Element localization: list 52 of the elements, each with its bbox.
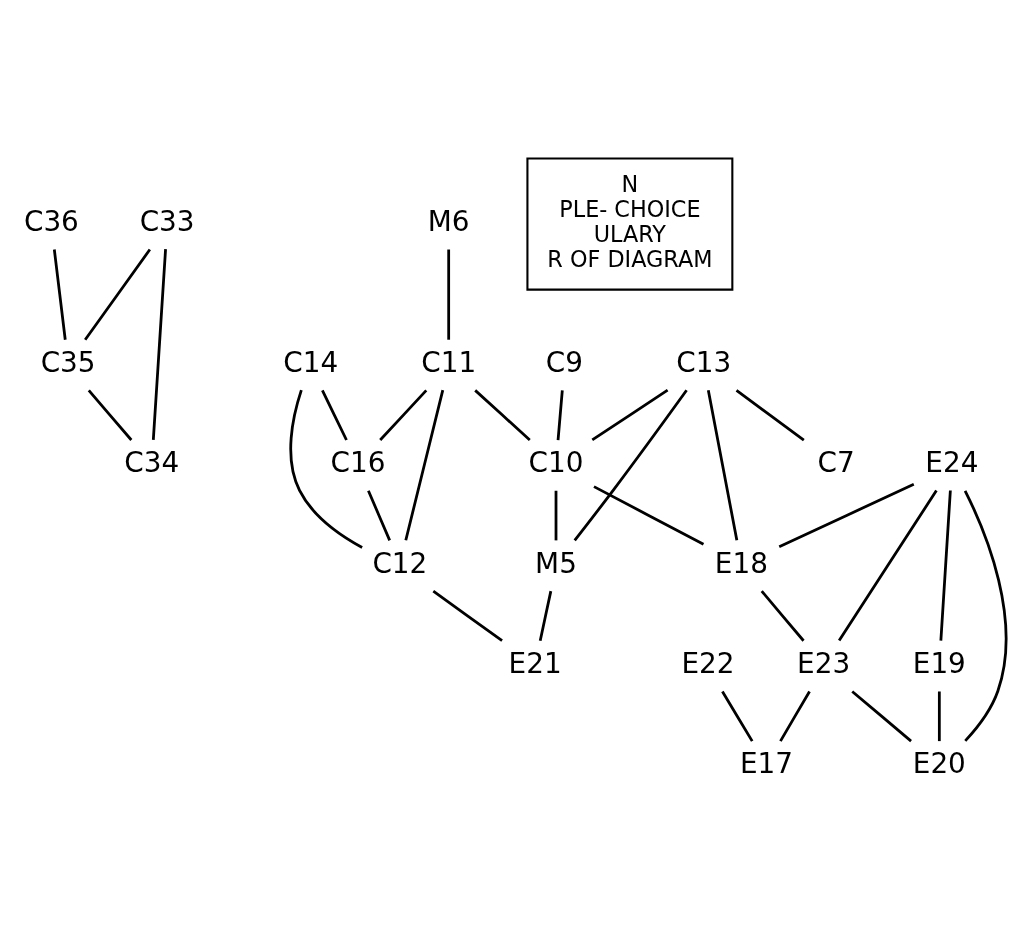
node-text: C12 bbox=[372, 546, 428, 580]
node-text: C35 bbox=[40, 345, 96, 379]
connector bbox=[593, 485, 705, 546]
connector bbox=[379, 389, 428, 441]
connector bbox=[937, 691, 941, 742]
connector bbox=[556, 390, 564, 441]
node-text: E18 bbox=[714, 546, 768, 580]
connector bbox=[963, 490, 1008, 742]
node-text: E21 bbox=[508, 646, 562, 680]
connector bbox=[554, 490, 558, 541]
node-text: M6 bbox=[427, 205, 470, 239]
connector bbox=[778, 483, 915, 548]
connector bbox=[573, 389, 688, 542]
connector bbox=[721, 690, 754, 742]
connector bbox=[447, 249, 451, 340]
connector bbox=[851, 690, 912, 743]
node-text: E19 bbox=[912, 646, 966, 680]
connector bbox=[591, 388, 669, 442]
node-text: C36 bbox=[23, 205, 79, 239]
node-text: C13 bbox=[676, 345, 732, 379]
connector bbox=[706, 389, 739, 541]
connector bbox=[289, 389, 363, 549]
node-text: E20 bbox=[912, 747, 966, 781]
node-text: E17 bbox=[739, 747, 794, 781]
connector bbox=[939, 490, 952, 641]
node-text: C34 bbox=[124, 446, 180, 480]
connector bbox=[321, 389, 348, 441]
node-text: M5 bbox=[535, 546, 577, 580]
connector bbox=[760, 590, 805, 642]
connector bbox=[87, 389, 133, 441]
node-text: C33 bbox=[139, 205, 195, 239]
node-box: N PLE- CHOICE ULARY R OF DIAGRAM bbox=[526, 157, 734, 291]
node-text: E22 bbox=[681, 646, 735, 680]
connector bbox=[735, 389, 805, 442]
node-text: E24 bbox=[925, 446, 979, 480]
connector bbox=[404, 389, 445, 541]
connector bbox=[474, 389, 531, 442]
connector bbox=[84, 248, 151, 341]
connector bbox=[779, 690, 811, 742]
node-text: C14 bbox=[283, 345, 339, 379]
node-text: C7 bbox=[817, 446, 855, 480]
node-text: C9 bbox=[545, 345, 583, 379]
node-text: C16 bbox=[330, 446, 386, 480]
connector bbox=[538, 590, 553, 642]
connector bbox=[838, 489, 938, 642]
connector bbox=[151, 249, 167, 440]
node-text: C11 bbox=[421, 345, 477, 379]
node-text: E23 bbox=[797, 646, 851, 680]
connector bbox=[432, 590, 503, 642]
connector bbox=[367, 490, 391, 541]
connector bbox=[52, 249, 67, 340]
node-text: C10 bbox=[528, 446, 584, 480]
